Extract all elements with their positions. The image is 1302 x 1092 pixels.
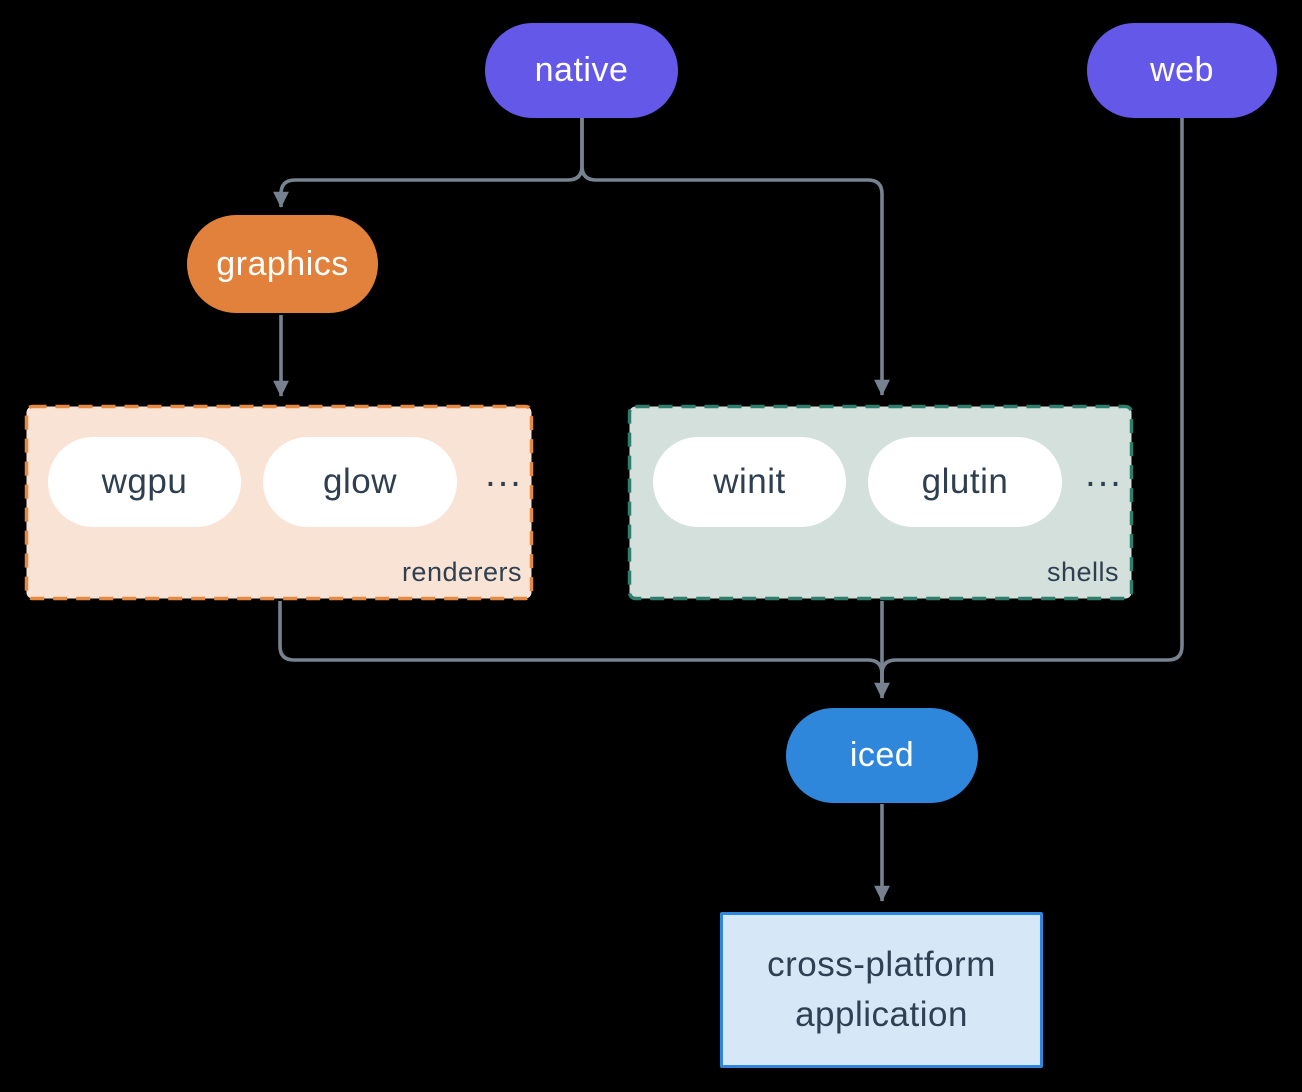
- shells-group: winit glutin ... shells: [628, 405, 1133, 600]
- edge-native-to-shells: [580, 118, 890, 396]
- node-native-label: native: [534, 51, 629, 89]
- renderers-more-indicator: ...: [485, 453, 523, 495]
- node-glow: glow: [263, 437, 457, 527]
- node-winit: winit: [653, 437, 846, 527]
- node-winit-label: winit: [713, 462, 786, 501]
- app-box-label-line1: cross-platform: [767, 945, 996, 985]
- cross-platform-application-box: cross-platform application: [720, 912, 1043, 1068]
- node-graphics-label: graphics: [216, 244, 349, 283]
- shells-more-indicator: ...: [1085, 453, 1123, 495]
- node-glutin-label: glutin: [921, 462, 1009, 501]
- node-wgpu-label: wgpu: [101, 462, 188, 501]
- edge-renderers-to-iced: [278, 601, 884, 692]
- renderers-group-label: renderers: [401, 557, 522, 587]
- node-iced: iced: [786, 708, 978, 803]
- node-iced-label: iced: [849, 736, 915, 774]
- node-glutin: glutin: [868, 437, 1062, 527]
- renderers-group: wgpu glow ... renderers: [25, 405, 533, 600]
- node-graphics: graphics: [187, 215, 378, 313]
- shells-group-label: shells: [1046, 557, 1119, 587]
- edge-native-to-graphics: [273, 118, 584, 208]
- node-glow-label: glow: [323, 462, 397, 501]
- app-box-label-line2: application: [795, 995, 968, 1034]
- node-native: native: [485, 23, 678, 118]
- node-wgpu: wgpu: [48, 437, 241, 527]
- node-web: web: [1087, 23, 1277, 118]
- node-web-label: web: [1150, 51, 1214, 89]
